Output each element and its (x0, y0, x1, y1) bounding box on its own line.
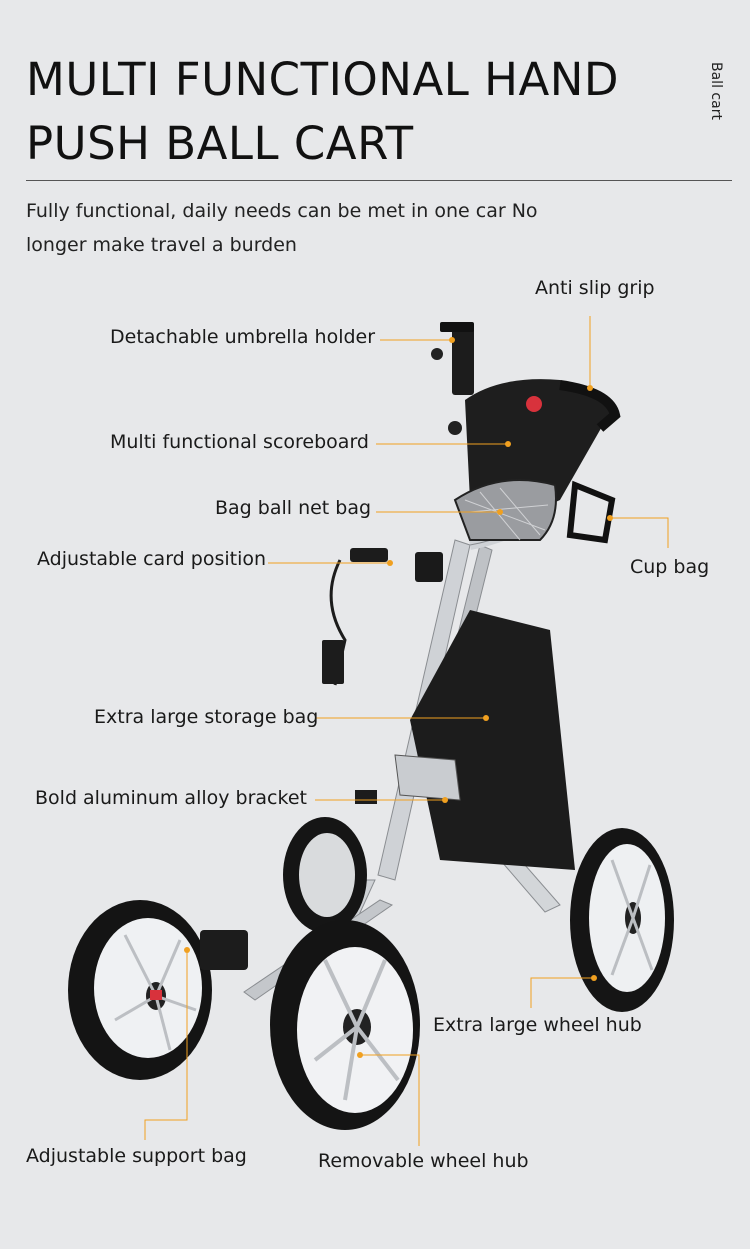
card-holder (322, 548, 443, 686)
title-line-2: PUSH BALL CART (26, 117, 414, 170)
subtitle-line-1: Fully functional, daily needs can be met… (26, 200, 538, 222)
label-umbrella-holder: Detachable umbrella holder (110, 326, 376, 348)
rear-wheel (283, 817, 367, 933)
label-anti-slip-grip: Anti slip grip (535, 277, 655, 299)
front-left-wheel (68, 900, 212, 1080)
support-clamp (200, 930, 248, 970)
label-support-bag: Adjustable support bag (26, 1145, 247, 1167)
title-line-1: MULTI FUNCTIONAL HAND (26, 53, 620, 106)
label-wheel-hub: Extra large wheel hub (433, 1014, 642, 1036)
storage-bag (410, 610, 575, 870)
label-removable-wheel: Removable wheel hub (318, 1150, 529, 1172)
label-card-position: Adjustable card position (37, 548, 267, 570)
label-cup-bag: Cup bag (630, 556, 710, 578)
label-scoreboard: Multi functional scoreboard (110, 431, 369, 453)
label-storage-bag: Extra large storage bag (94, 706, 319, 728)
cup-bag (566, 480, 616, 544)
umbrella-holder (431, 322, 474, 435)
leader-lines (144, 316, 669, 1146)
subtitle: Fully functional, daily needs can be met… (26, 194, 546, 262)
page-title: MULTI FUNCTIONAL HAND PUSH BALL CART (26, 48, 686, 176)
front-right-wheel (270, 920, 420, 1130)
side-tag: Ball cart (708, 62, 724, 120)
label-net-bag: Bag ball net bag (215, 497, 372, 519)
scoreboard (465, 379, 621, 510)
label-bracket: Bold aluminum alloy bracket (35, 787, 307, 809)
net-bag (453, 479, 557, 541)
right-wheel (570, 828, 674, 1012)
subtitle-line-2: longer make travel a burden (26, 234, 297, 256)
divider (26, 180, 732, 181)
leader-dots (184, 337, 613, 1058)
